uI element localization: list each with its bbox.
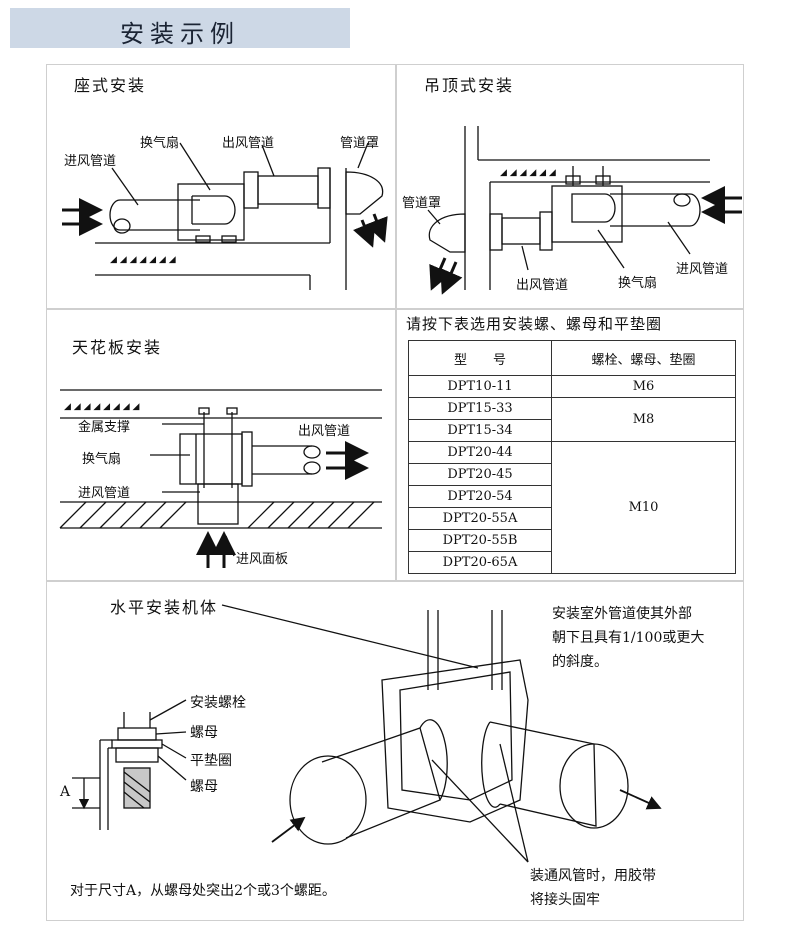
model-cell: DPT20-55B — [408, 529, 552, 552]
hang-label-outlet: 出风管道 — [516, 278, 569, 293]
label-install-bolt: 安装螺栓 — [190, 695, 246, 711]
seat-label-intake: 进风管道 — [64, 154, 117, 169]
seat-label-hood: 管道罩 — [340, 136, 380, 151]
table-row: DPT20-45 — [408, 463, 736, 486]
svg-text:◢ ◢ ◢ ◢ ◢ ◢: ◢ ◢ ◢ ◢ ◢ ◢ — [500, 168, 556, 178]
hang-label-fan: 换气扇 — [618, 276, 658, 291]
outdoor-duct-note: 安装室外管道使其外部 朝下且具有1/100或更大 的斜度。 — [552, 602, 704, 674]
board-label-outlet: 出风管道 — [298, 424, 351, 439]
seat-install-drawing: ◢ ◢ ◢ ◢ ◢ ◢ ◢ — [62, 142, 388, 290]
table-row: DPT20-44 M10 — [408, 441, 736, 574]
spec-table-caption: 请按下表选用安装螺、螺母和平垫圈 — [406, 315, 663, 333]
svg-text:◢ ◢ ◢ ◢ ◢ ◢ ◢: ◢ ◢ ◢ ◢ ◢ ◢ ◢ — [110, 255, 176, 265]
size-cell: M8 — [551, 397, 736, 442]
table-row: DPT20-65A — [408, 551, 736, 574]
tape-note-line: 装通风管时，用胶带 — [530, 868, 656, 884]
board-label-intake-duct: 进风管道 — [78, 486, 131, 501]
model-cell: DPT15-34 — [408, 419, 552, 442]
table-row: DPT20-55B — [408, 529, 736, 552]
board-label-intake-panel: 进风面板 — [236, 552, 289, 567]
outdoor-note-line: 朝下且具有1/100或更大 — [552, 630, 705, 646]
tape-note-line: 将接头固牢 — [530, 892, 600, 908]
dimension-a-label: A — [60, 784, 71, 800]
outdoor-note-line: 安装室外管道使其外部 — [552, 606, 692, 622]
hang-label-intake: 进风管道 — [676, 262, 729, 277]
panel-horizontal-install — [46, 581, 744, 921]
model-cell: DPT20-55A — [408, 507, 552, 530]
table-header-row: 型 号 螺栓、螺母、垫圈 — [408, 340, 736, 376]
header-model: 型 号 — [408, 340, 552, 376]
ceiling-hang-drawing: ◢ ◢ ◢ ◢ ◢ ◢ — [427, 126, 742, 295]
section-banner: 安装示例 — [10, 8, 350, 48]
model-cell: DPT20-54 — [408, 485, 552, 508]
model-cell: DPT20-44 — [408, 441, 552, 464]
outdoor-note-line: 的斜度。 — [552, 654, 608, 670]
size-cell: M10 — [551, 441, 736, 574]
horizontal-install-title: 水平安装机体 — [110, 598, 219, 617]
label-washer: 平垫圈 — [190, 753, 232, 769]
svg-text:◢ ◢ ◢ ◢ ◢ ◢ ◢: ◢ ◢ ◢ ◢ ◢ ◢ ◢ ◢ — [64, 402, 139, 412]
ceiling-board-drawing: ◢ ◢ ◢ ◢ ◢ ◢ ◢ ◢ — [59, 389, 382, 568]
seat-label-fan: 换气扇 — [140, 136, 180, 151]
model-cell: DPT10-11 — [408, 375, 552, 398]
spec-table: 型 号 螺栓、螺母、垫圈 DPT10-11 M6 DPT15-33 M8 DPT… — [408, 340, 736, 574]
header-hardware: 螺栓、螺母、垫圈 — [551, 340, 736, 376]
ceiling-board-title: 天花板安装 — [72, 338, 163, 357]
board-label-fan: 换气扇 — [82, 452, 122, 467]
label-nut-bottom: 螺母 — [190, 779, 218, 795]
model-cell: DPT20-45 — [408, 463, 552, 486]
seat-label-outlet: 出风管道 — [222, 136, 275, 151]
board-label-support: 金属支撑 — [78, 420, 131, 435]
dimension-a-note: 对于尺寸A，从螺母处突出2个或3个螺距。 — [70, 883, 336, 899]
ceiling-hang-title: 吊顶式安装 — [424, 76, 515, 95]
size-cell: M6 — [551, 375, 736, 398]
section-title: 安装示例 — [120, 20, 240, 48]
label-nut-top: 螺母 — [190, 725, 218, 741]
horizontal-install-drawing — [72, 604, 662, 863]
model-cell: DPT15-33 — [408, 397, 552, 420]
table-row: DPT10-11 M6 — [408, 375, 736, 398]
tape-joint-note: 装通风管时，用胶带 将接头固牢 — [530, 864, 656, 912]
seat-install-title: 座式安装 — [74, 76, 147, 95]
model-cell: DPT20-65A — [408, 551, 552, 574]
table-row: DPT15-33 M8 — [408, 397, 736, 442]
hang-label-hood: 管道罩 — [402, 196, 442, 211]
panel-seat-install — [46, 64, 396, 309]
